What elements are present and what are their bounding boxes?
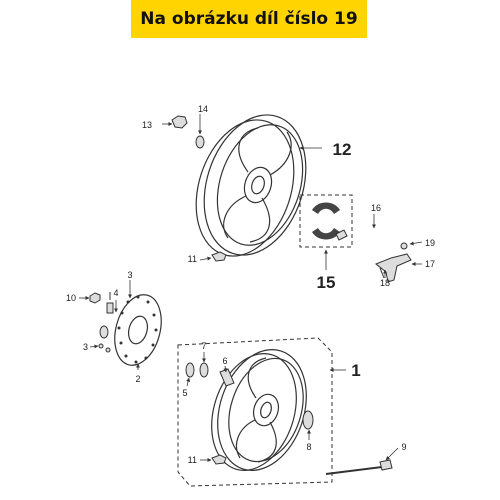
leader-lines — [79, 114, 423, 462]
callout-13: 13 — [142, 120, 152, 130]
callout-3-lower: 3 — [83, 342, 88, 352]
callout-10: 10 — [66, 293, 76, 303]
front-wheel-rim — [211, 349, 307, 471]
callout-12: 12 — [333, 140, 352, 159]
callout-18: 18 — [380, 278, 390, 288]
small-parts — [89, 115, 412, 475]
brake-disc — [114, 294, 162, 366]
callout-9: 9 — [401, 442, 406, 452]
callout-11-lower: 11 — [188, 455, 197, 465]
callout-11-upper: 11 — [188, 254, 197, 264]
callout-15: 15 — [317, 273, 336, 292]
brake-shoes — [299, 194, 353, 248]
callout-4: 4 — [113, 288, 118, 298]
callout-2: 2 — [135, 374, 140, 384]
callout-5: 5 — [182, 388, 187, 398]
title-banner: Na obrázku díl číslo 19 — [131, 0, 367, 38]
callout-14: 14 — [198, 104, 208, 114]
callout-labels: 13 14 12 15 16 19 17 18 11 3 10 4 3 2 5 … — [66, 104, 435, 465]
callout-8: 8 — [306, 442, 311, 452]
assembly-box — [177, 337, 333, 487]
callout-1: 1 — [351, 361, 360, 380]
callout-16: 16 — [371, 203, 381, 213]
callout-17: 17 — [425, 259, 435, 269]
callout-6: 6 — [222, 356, 227, 366]
callout-3-upper: 3 — [127, 270, 132, 280]
page-title: Na obrázku díl číslo 19 — [140, 9, 358, 29]
callout-19: 19 — [425, 238, 435, 248]
callout-7: 7 — [201, 341, 206, 351]
rear-wheel-rim — [195, 114, 307, 257]
